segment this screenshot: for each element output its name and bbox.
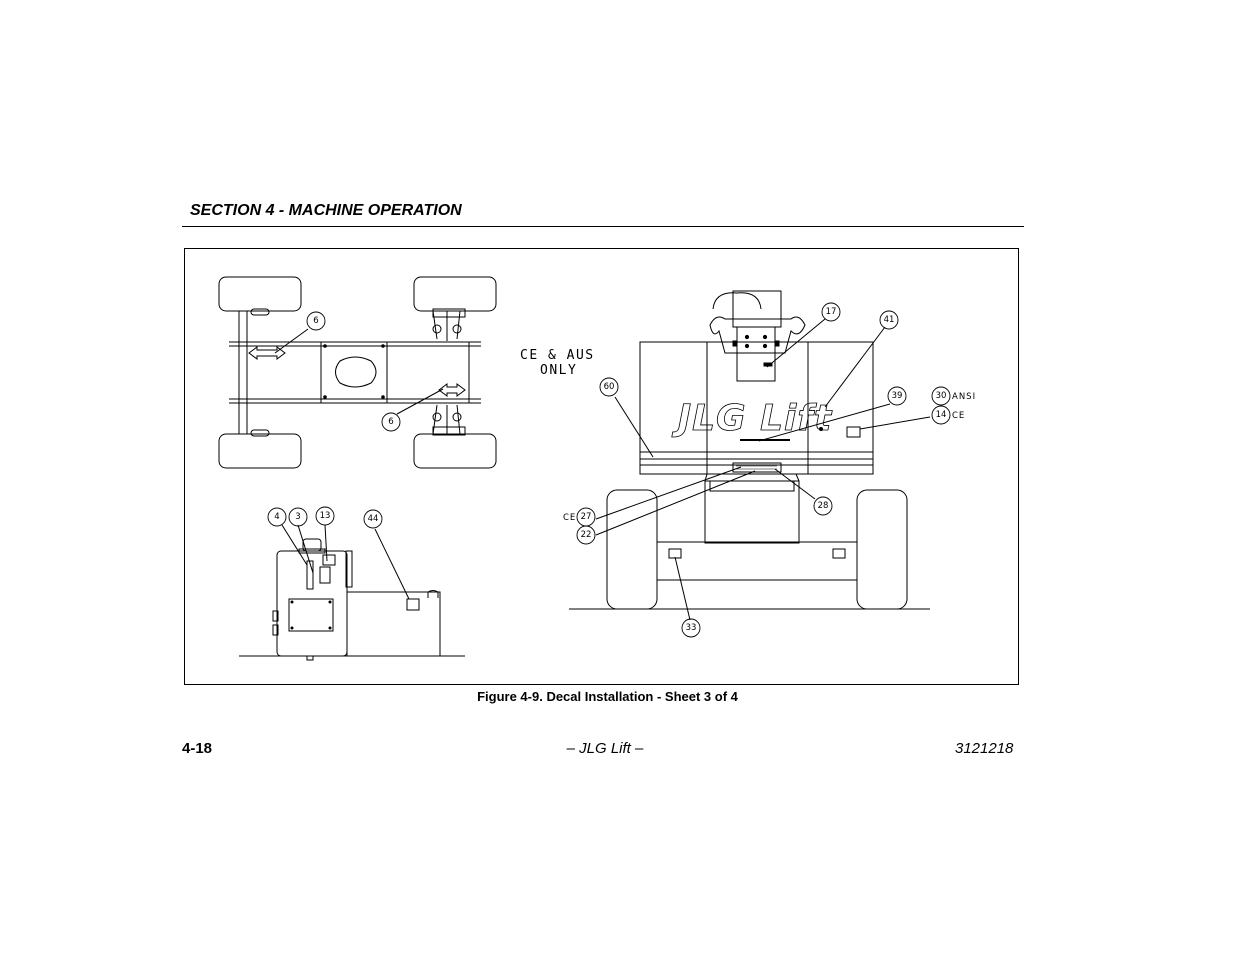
side-view-tank <box>239 524 465 661</box>
callout-39-label: 39 <box>892 391 903 401</box>
callout-41 <box>879 310 899 330</box>
header-rule <box>182 226 1024 227</box>
callout-39 <box>887 386 907 406</box>
callout-44-label: 44 <box>368 514 379 524</box>
callout-13-label: 13 <box>320 511 331 521</box>
callout-41-label: 41 <box>884 315 895 325</box>
callout-4-label: 4 <box>274 512 279 522</box>
ansi-label: ANSI <box>952 392 976 402</box>
section-title: SECTION 4 - MACHINE OPERATION <box>190 202 462 219</box>
ce-aus-note-line2: ONLY <box>540 363 577 378</box>
chassis-top-view <box>218 276 497 469</box>
callout-6-bottom-label: 6 <box>388 417 393 427</box>
callout-27-label: 27 <box>581 512 592 522</box>
document-number: 3121218 <box>955 740 1014 757</box>
jlg-lift-logo: JLG Lift <box>672 398 833 439</box>
callout-60-label: 60 <box>604 382 615 392</box>
ce-aus-note-line1: CE & AUS <box>520 348 595 363</box>
figure-caption: Figure 4-9. Decal Installation - Sheet 3… <box>477 689 738 704</box>
callout-3 <box>288 507 308 527</box>
callout-6-top-label: 6 <box>313 316 318 326</box>
rear-view-machine: JLG Lift <box>569 290 931 621</box>
callout-28-label: 28 <box>818 501 829 511</box>
callout-30 <box>931 386 951 406</box>
callout-22 <box>576 525 596 545</box>
callout-28 <box>813 496 833 516</box>
callout-33-label: 33 <box>686 623 697 633</box>
ce-label-27: CE <box>563 513 576 523</box>
callout-30-label: 30 <box>936 391 947 401</box>
callout-60 <box>599 377 619 397</box>
callout-14 <box>931 405 951 425</box>
ce-label-14: CE <box>952 411 965 421</box>
callout-17 <box>821 302 841 322</box>
callout-44 <box>363 509 383 529</box>
figure-frame: JLG Lift <box>184 248 1019 685</box>
callout-22-label: 22 <box>581 530 592 540</box>
callout-17-label: 17 <box>826 307 837 317</box>
callout-13 <box>315 506 335 526</box>
footer-title: – JLG Lift – <box>566 740 644 757</box>
page-number: 4-18 <box>182 740 213 757</box>
callout-6-bottom <box>381 412 401 432</box>
callout-33 <box>681 618 701 638</box>
callout-4 <box>267 507 287 527</box>
callout-6-top <box>306 311 326 331</box>
callout-14-label: 14 <box>936 410 947 420</box>
callout-3-label: 3 <box>295 512 300 522</box>
decal-installation-drawing: JLG Lift <box>218 276 976 661</box>
